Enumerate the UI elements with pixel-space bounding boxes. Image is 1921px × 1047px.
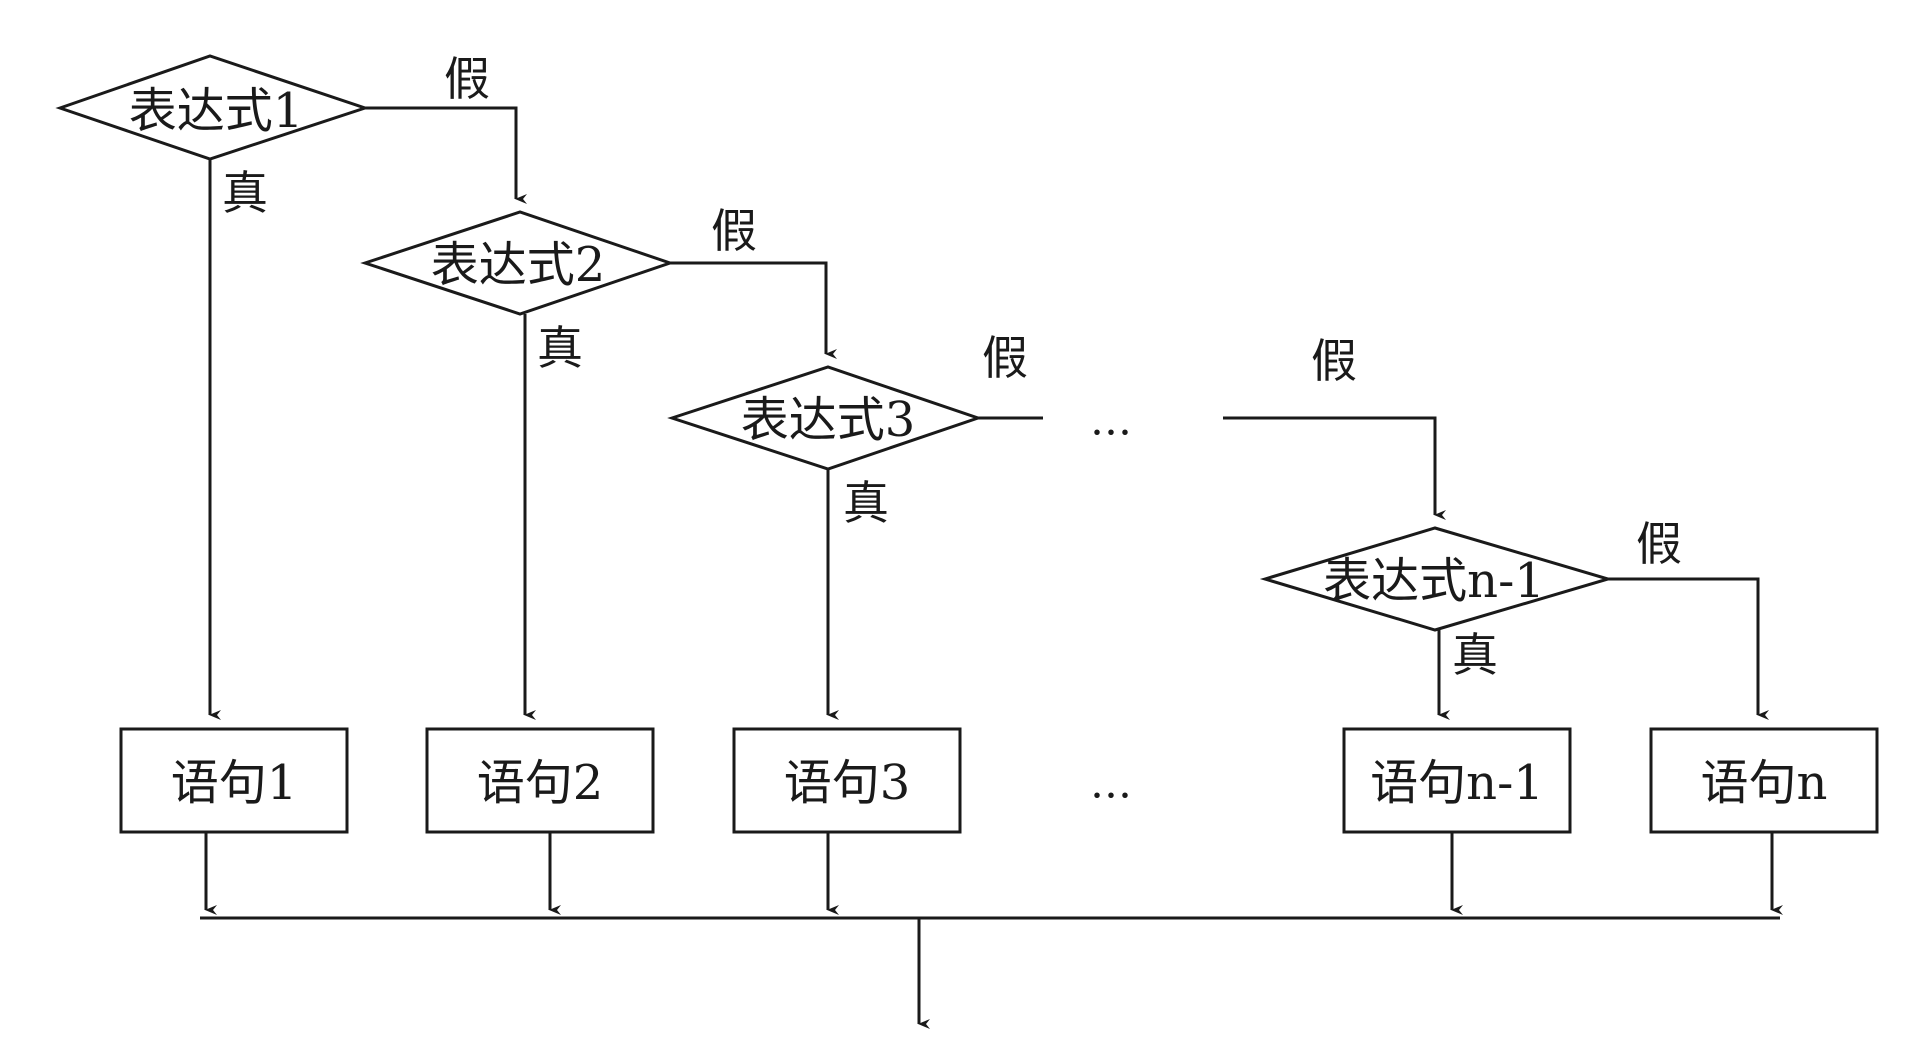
false-label-1: 假 [444,52,490,106]
true-label-n-1: 真 [1452,628,1498,682]
decision-1-label: 表达式1 [129,83,304,139]
statement-2-box [425,727,655,834]
false-arrow-2 [670,261,837,359]
false-arrow-n-1 [1608,577,1769,720]
false-arrow-1 [365,106,527,204]
decision-1: 表达式1 [55,54,370,161]
false-label-n-1: 假 [1636,517,1682,571]
statement-n-box [1649,727,1879,834]
statement-3: 语句3 [732,727,962,834]
statement-n-label: 语句n [1701,755,1828,811]
statement-2-label: 语句2 [477,755,604,811]
statement-2: 语句2 [425,727,655,834]
statement-1-box [119,727,349,834]
decision-3: 表达式3 [667,365,983,471]
decision-2-label: 表达式2 [431,237,606,293]
statement-n-1: 语句n-1 [1342,727,1572,834]
true-label-1: 真 [222,166,268,220]
statement-n: 语句n [1649,727,1879,834]
decision-n-1: 表达式n-1 [1259,526,1614,632]
decision-n-1-label: 表达式n-1 [1323,553,1545,609]
statement-n-1-box [1342,727,1572,834]
statement-n-1-label: 语句n-1 [1370,755,1544,811]
decision-ellipsis: … [1090,396,1134,445]
true-label-3: 真 [843,476,889,530]
statement-3-box [732,727,962,834]
statement-ellipsis: … [1090,759,1134,808]
false-label-2: 假 [711,204,757,258]
false-label-continued: 假 [1311,334,1357,388]
decision-2: 表达式2 [360,210,675,316]
true-label-2: 真 [537,321,583,375]
decision-3-label: 表达式3 [741,392,916,448]
statement-1-label: 语句1 [171,755,298,811]
statement-1: 语句1 [119,727,349,834]
statement-3-label: 语句3 [784,755,911,811]
false-label-3: 假 [982,331,1028,385]
false-arrow-continued [1223,416,1446,520]
